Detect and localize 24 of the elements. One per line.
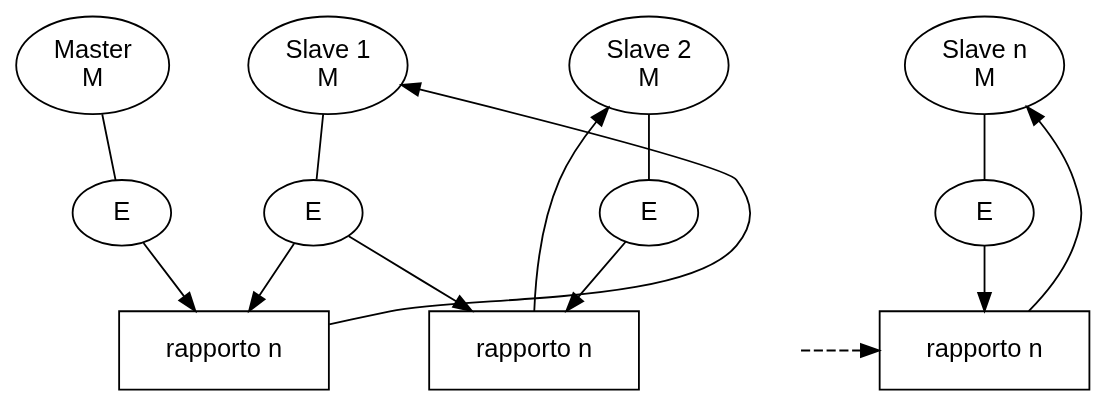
connector (983, 113, 986, 180)
connector (648, 113, 650, 180)
node-ellipse: Slave 2 M (568, 15, 730, 115)
node-box: rapporto n (118, 309, 330, 391)
arrow (1025, 104, 1083, 312)
node-box: rapporto n (428, 309, 640, 391)
node-ellipse: Slave n M (903, 15, 1066, 115)
arrow (328, 81, 751, 325)
node-box: rapporto n (878, 309, 1091, 391)
arrow (142, 241, 198, 313)
arrow (800, 342, 882, 358)
node-ellipse: Master M (15, 15, 171, 115)
node-ellipse: E (598, 178, 700, 247)
arrow (347, 234, 475, 312)
arrow (564, 240, 627, 313)
arrow (247, 242, 295, 313)
connector (101, 112, 117, 181)
node-ellipse: E (934, 178, 1035, 247)
connector (315, 112, 325, 180)
node-ellipse: Slave 1 M (247, 15, 409, 115)
node-ellipse: E (71, 178, 172, 247)
arrow (533, 105, 611, 312)
arrow (976, 244, 993, 314)
node-ellipse: E (263, 178, 364, 247)
